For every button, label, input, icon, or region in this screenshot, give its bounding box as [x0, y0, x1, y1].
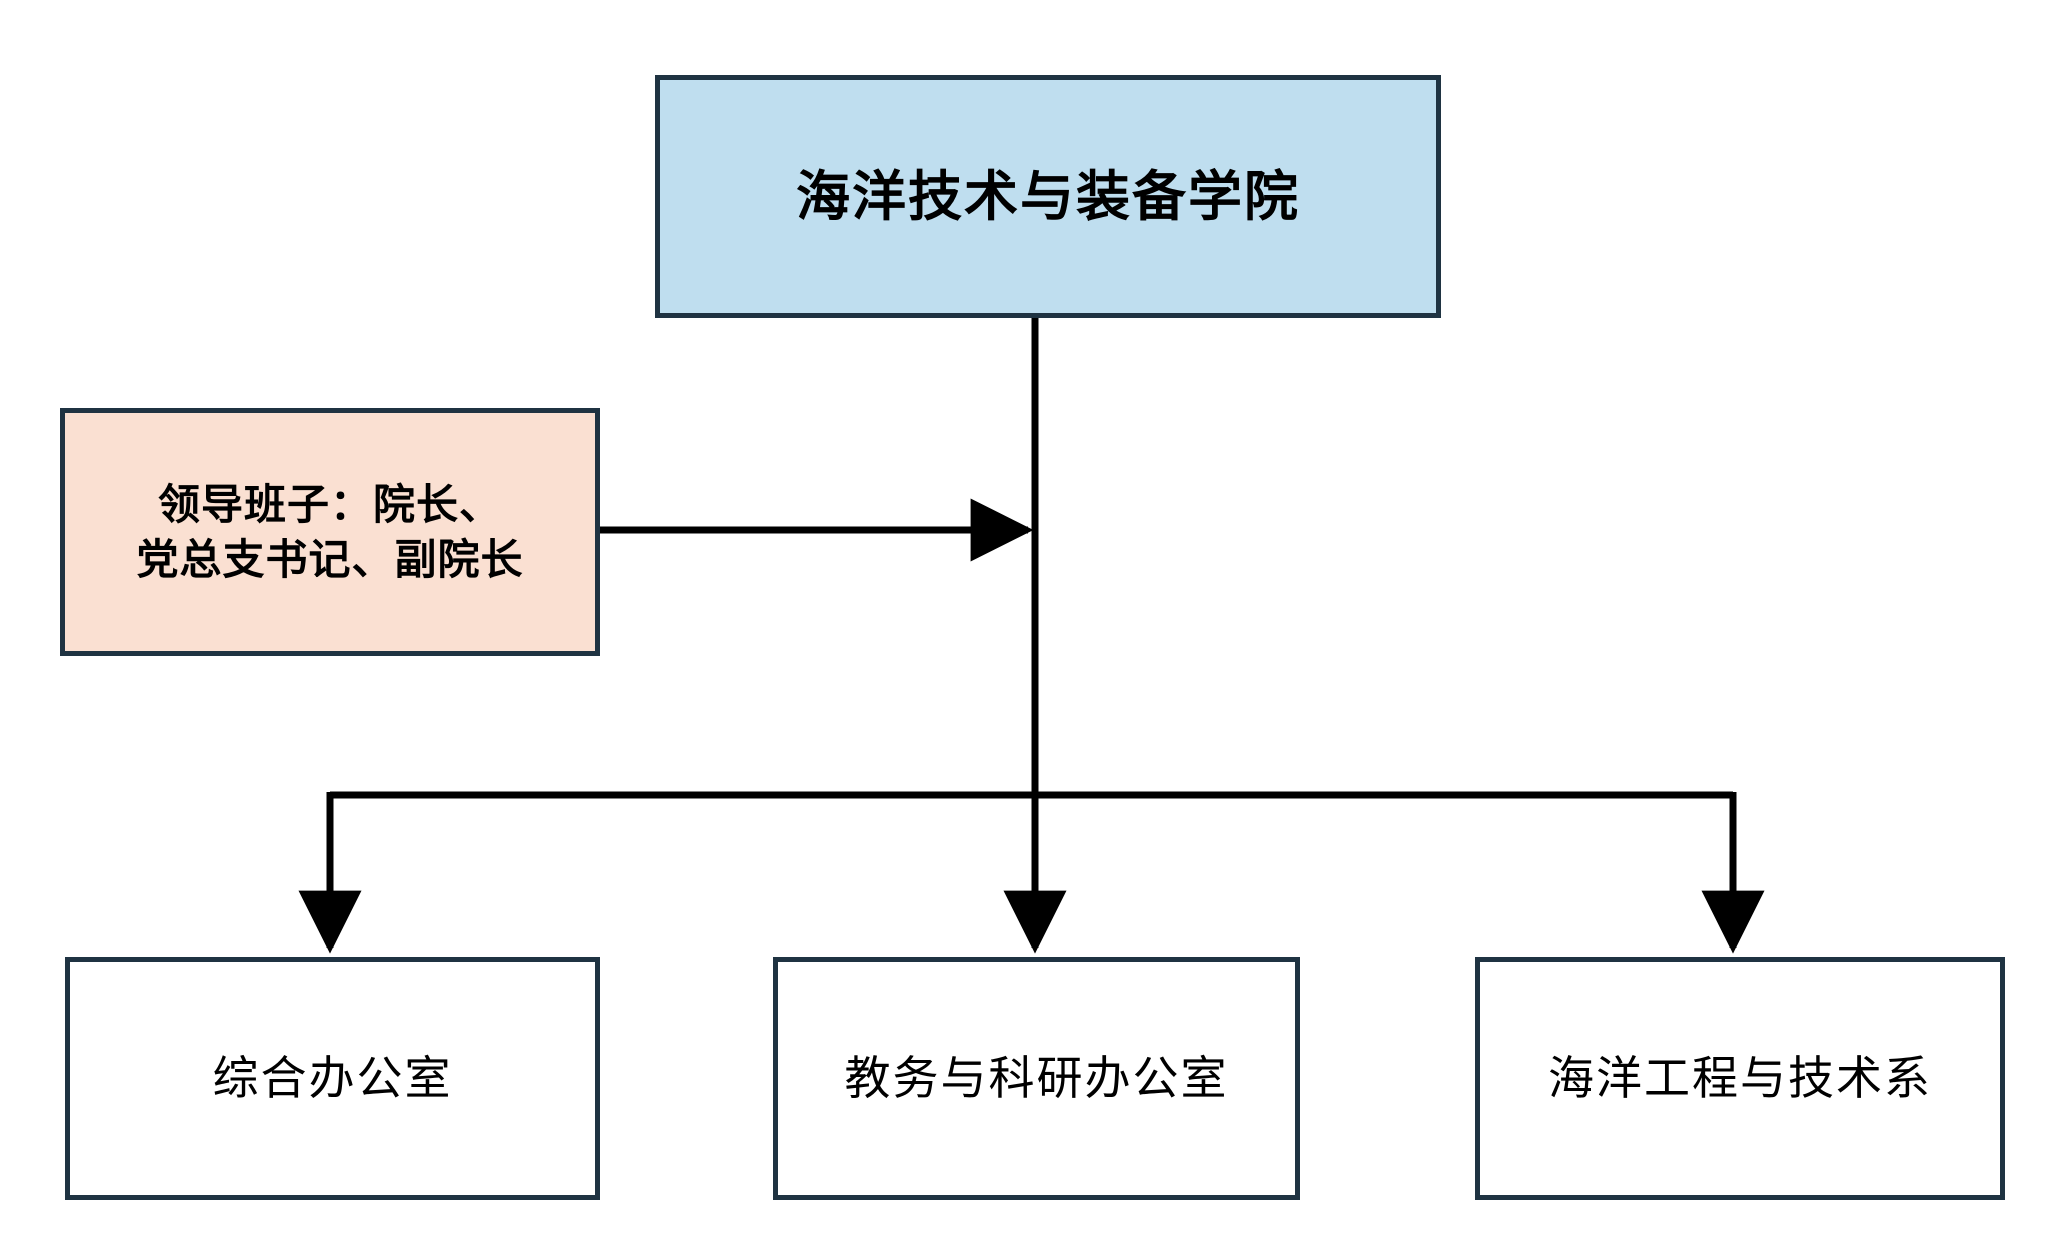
node-root-school[interactable]: 海洋技术与装备学院: [655, 75, 1441, 318]
node-unit-marine-engineering-department[interactable]: 海洋工程与技术系: [1475, 957, 2005, 1200]
node-unit-0-label: 综合办公室: [212, 1051, 453, 1106]
node-unit-1-label: 教务与科研办公室: [844, 1051, 1229, 1106]
node-unit-2-label: 海洋工程与技术系: [1548, 1051, 1932, 1106]
node-leadership-team[interactable]: 领导班子：院长、 党总支书记、副院长: [60, 408, 600, 656]
node-root-label: 海洋技术与装备学院: [796, 163, 1300, 228]
node-unit-academic-research-office[interactable]: 教务与科研办公室: [773, 957, 1300, 1200]
node-leadership-label: 领导班子：院长、 党总支书记、副院长: [136, 479, 524, 584]
node-unit-general-office[interactable]: 综合办公室: [65, 957, 600, 1200]
